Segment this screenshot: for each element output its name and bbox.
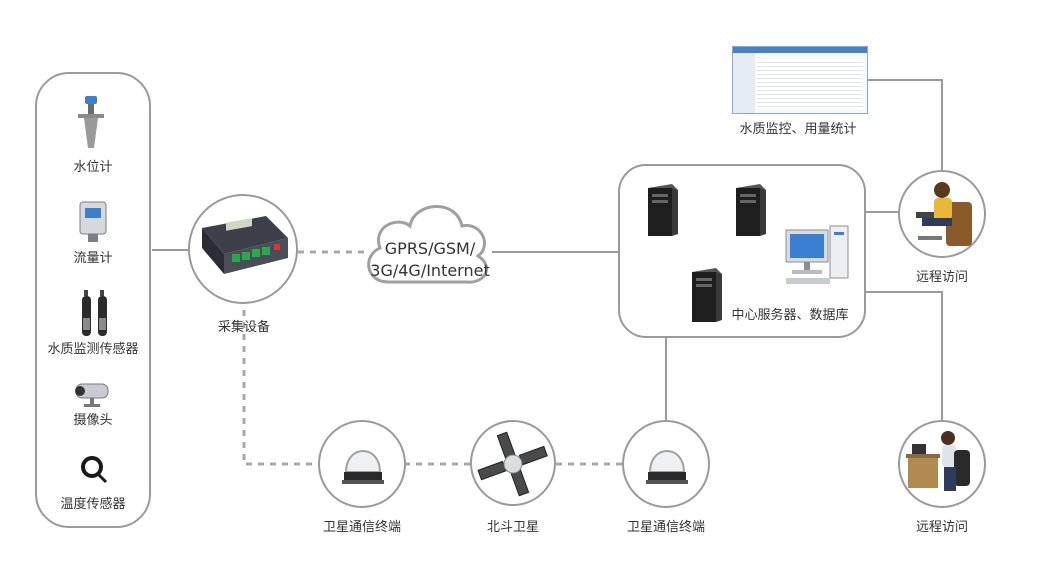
satellite-terminal-label: 卫星通信终端: [322, 520, 402, 535]
person-at-laptop-icon: [916, 182, 972, 246]
server-tower-icon: [692, 268, 722, 322]
remote-access-label: 远程访问: [915, 520, 969, 535]
satellite-dish-terminal-icon: [342, 450, 384, 484]
data-collector-icon: [202, 216, 288, 274]
flow-meter-icon: [79, 201, 107, 242]
satellite-icon: [477, 431, 548, 497]
sensor-label: 摄像头: [73, 413, 113, 428]
temperature-sensor-icon: [81, 456, 108, 484]
sensor-label: 水位计: [73, 160, 113, 175]
server-group-label: 中心服务器、数据库: [731, 308, 849, 323]
cloud-network-icon: [367, 205, 488, 284]
water-level-gauge-icon: [78, 96, 104, 148]
satellite-dish-terminal-icon: [646, 450, 688, 484]
desktop-computer-icon: [785, 225, 849, 284]
server-tower-icon: [736, 184, 766, 236]
sensor-label: 流量计: [73, 251, 113, 266]
server-tower-icon: [648, 184, 678, 236]
monitor-label: 水质监控、用量统计: [739, 122, 857, 137]
person-at-desk-icon: [906, 431, 970, 491]
beidou-label: 北斗卫星: [486, 520, 540, 535]
sensor-panel: [35, 72, 151, 528]
sensor-label: 温度传感器: [60, 497, 126, 512]
camera-icon: [75, 383, 109, 407]
monitor-screenshot: [732, 46, 868, 114]
cloud-label: GPRS/GSM/ 3G/4G/Internet: [370, 239, 490, 280]
remote-access-label: 远程访问: [915, 270, 969, 285]
sensor-label: 水质监测传感器: [47, 342, 139, 357]
satellite-terminal-label: 卫星通信终端: [626, 520, 706, 535]
water-quality-sensor-icon: [82, 290, 107, 336]
collector-label: 采集设备: [217, 320, 271, 335]
